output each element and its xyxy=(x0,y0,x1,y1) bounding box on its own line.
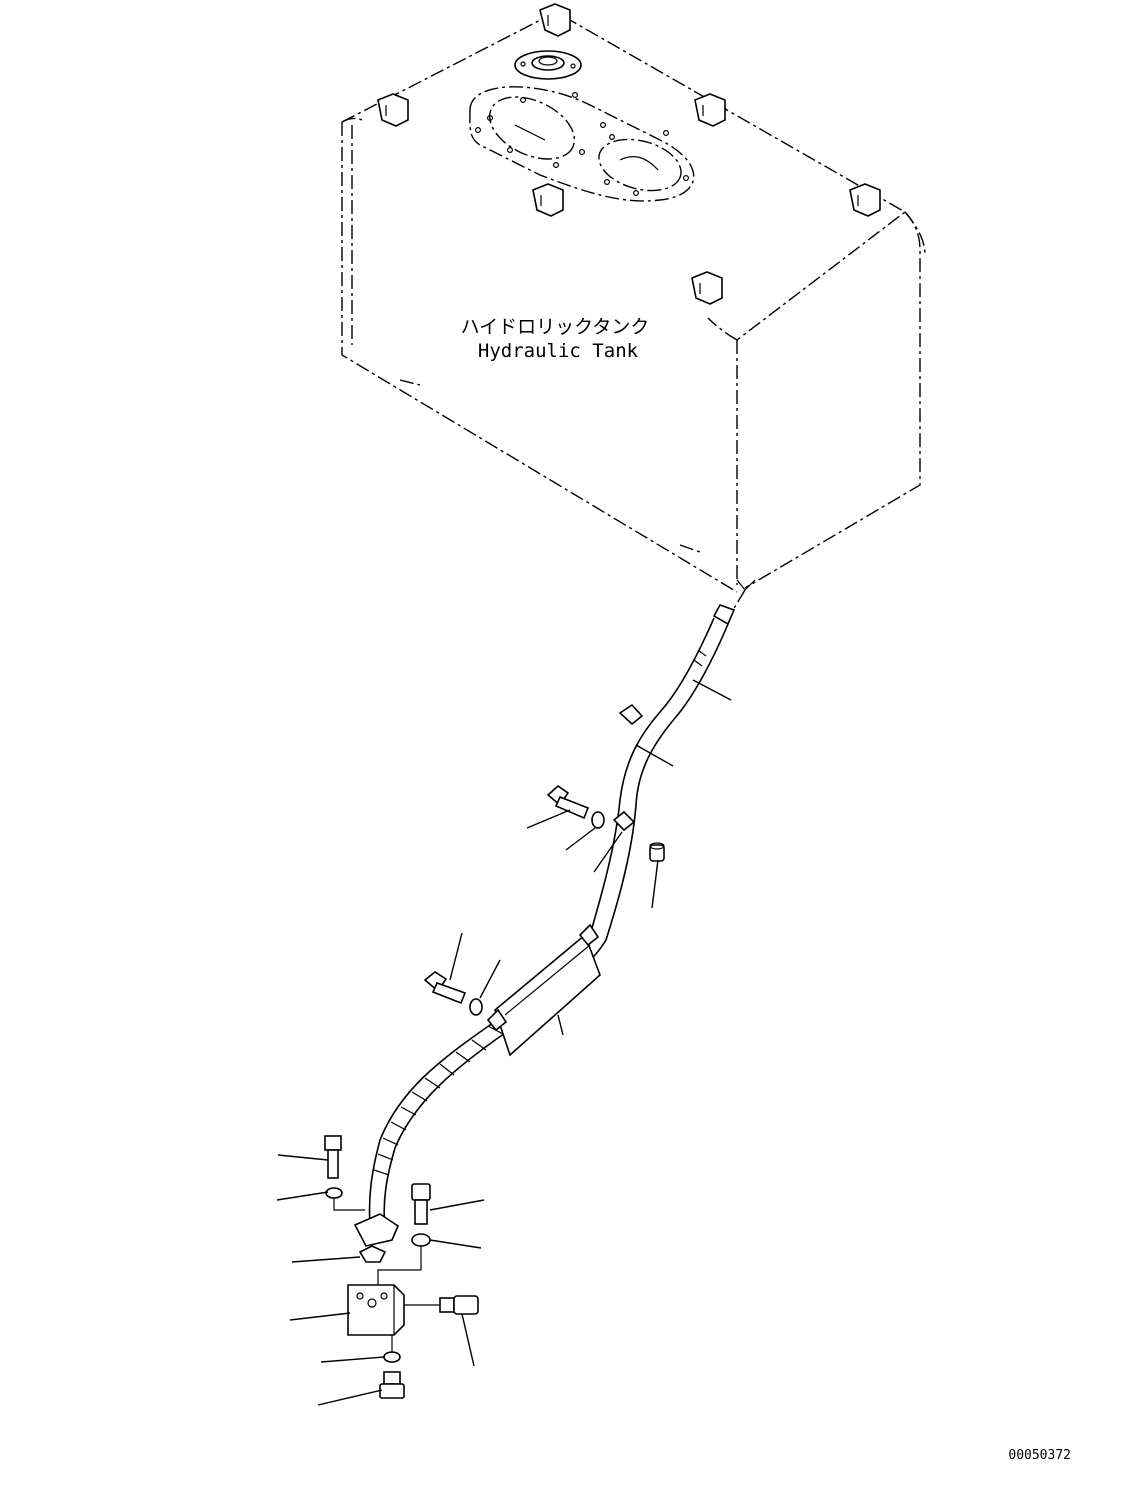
elbow-fitting xyxy=(404,1295,479,1315)
flange-bolt xyxy=(324,1135,342,1179)
callout-leaders xyxy=(276,679,732,1406)
tank-label-japanese: ハイドロリックタンク xyxy=(461,316,650,338)
hose-end-fitting xyxy=(712,604,736,626)
connector-block xyxy=(347,1284,405,1336)
drawing-number: 00050372 xyxy=(1008,1448,1071,1463)
clamp-sleeve-top xyxy=(578,923,600,947)
washer-upper xyxy=(591,811,605,829)
clamp-sleeve-bottom xyxy=(486,1008,508,1032)
hose-clamps xyxy=(486,703,644,1032)
filler-cap xyxy=(514,50,582,80)
spacer-collar xyxy=(649,842,665,862)
tank-mount-brackets xyxy=(377,3,881,305)
flange-washer xyxy=(325,1187,343,1199)
hose-protector-sleeve xyxy=(494,933,601,1057)
tank-cover-flange xyxy=(469,86,695,202)
fitting-bolt xyxy=(411,1183,431,1225)
clamp-middle xyxy=(612,810,636,832)
o-ring-upper xyxy=(358,1245,387,1263)
clamp-bolt-upper xyxy=(546,784,590,820)
fitting-washer xyxy=(411,1233,431,1247)
drain-hose xyxy=(353,589,746,1247)
o-ring-lower xyxy=(383,1351,401,1363)
drain-plug xyxy=(379,1371,405,1399)
hydraulic-tank: ハイドロリックタンク Hydraulic Tank xyxy=(341,3,926,593)
clamp-upper xyxy=(618,703,644,726)
washer-lower xyxy=(469,998,483,1016)
spring-guard xyxy=(373,1025,504,1176)
tank-label-english: Hydraulic Tank xyxy=(478,340,639,362)
hose-flange xyxy=(353,1213,399,1247)
clamp-bolt-lower xyxy=(423,971,467,1005)
hose-connection-line xyxy=(729,589,746,616)
